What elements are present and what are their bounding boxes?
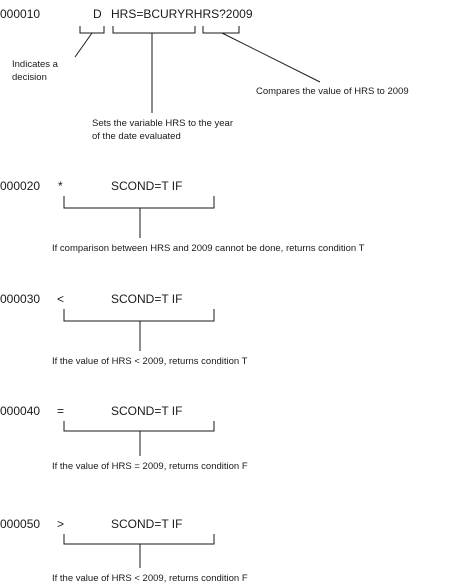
line-number-000050: 000050 xyxy=(0,517,41,531)
hrs-assignment-statement: HRS=BCURYRHRS?2009 xyxy=(111,7,253,21)
comparison-connector xyxy=(221,32,321,83)
assignment-bracket xyxy=(112,26,196,34)
operator-equals: = xyxy=(57,404,65,418)
decision-code: D xyxy=(93,7,102,21)
note-000020: If comparison between HRS and 2009 canno… xyxy=(52,243,365,254)
scond-statement-000020: SCOND=T IF xyxy=(111,179,183,193)
scond-statement-000030: SCOND=T IF xyxy=(111,292,183,306)
decision-note-line1: Indicates a xyxy=(12,59,58,70)
line-number-000040: 000040 xyxy=(0,404,41,418)
bracket-000030 xyxy=(63,309,215,322)
scond-statement-000040: SCOND=T IF xyxy=(111,404,183,418)
operator-asterisk: * xyxy=(58,179,63,193)
bracket-000020 xyxy=(63,196,215,209)
line-number-000010: 000010 xyxy=(0,7,41,21)
bracket-000040 xyxy=(63,421,215,432)
decision-connector xyxy=(74,32,93,58)
note-000050: If the value of HRS < 2009, returns cond… xyxy=(52,573,248,584)
bracket-000050 xyxy=(63,534,215,545)
decision-note-line2: decision xyxy=(12,72,47,83)
line-number-000020: 000020 xyxy=(0,179,41,193)
operator-less-than: < xyxy=(57,292,65,306)
line-number-000030: 000030 xyxy=(0,292,41,306)
decision-bracket xyxy=(79,26,105,34)
comparison-bracket xyxy=(202,26,240,34)
sets-variable-note-line1: Sets the variable HRS to the year xyxy=(92,118,233,129)
note-000030: If the value of HRS < 2009, returns cond… xyxy=(52,356,248,367)
sets-variable-note-line2: of the date evaluated xyxy=(92,131,181,142)
note-000040: If the value of HRS = 2009, returns cond… xyxy=(52,461,248,472)
operator-greater-than: > xyxy=(57,517,65,531)
scond-statement-000050: SCOND=T IF xyxy=(111,517,183,531)
compare-note: Compares the value of HRS to 2009 xyxy=(256,86,409,97)
